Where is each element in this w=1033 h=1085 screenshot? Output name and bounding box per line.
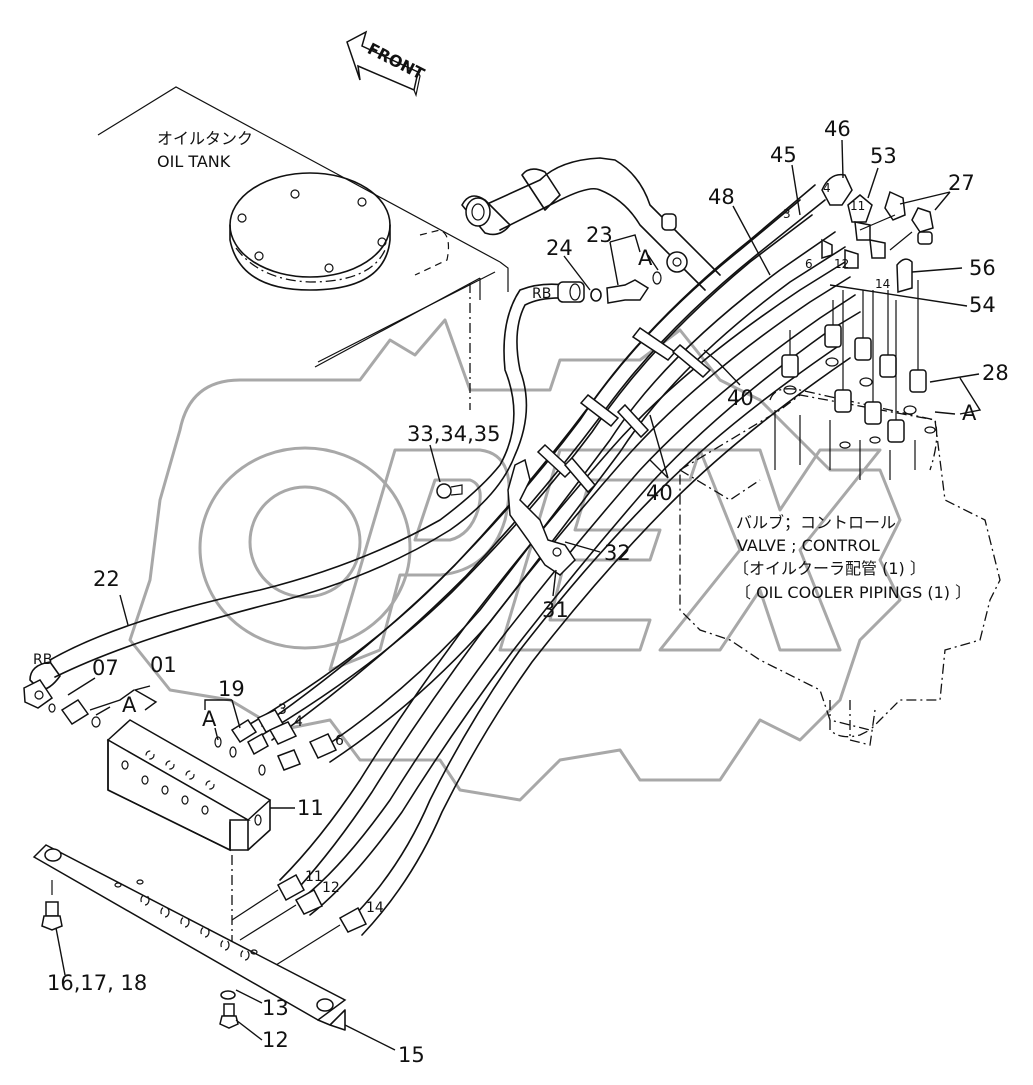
leader-lines: [55, 139, 982, 1051]
callout-48: 48: [708, 185, 735, 209]
hose-no-14-top: 14: [875, 277, 890, 291]
clamp-bracket: [507, 458, 576, 576]
hose-22: [23, 281, 585, 709]
port-nipples: [781, 324, 927, 443]
valve-ref-jp: 〔オイルクーラ配管 (1) 〕: [733, 559, 926, 578]
oil-tank-label-en: OIL TANK: [157, 152, 231, 171]
clamp-40: [631, 326, 677, 361]
callout-45: 45: [770, 143, 797, 167]
hose-no-4: 4: [294, 714, 303, 730]
watermark-letter-x: [658, 448, 882, 652]
callouts: 46 45 53 27 48 56 54 24 23 28 40 40 32 3…: [47, 117, 1009, 1067]
hose-no-12-top: 12: [834, 257, 849, 271]
hose-no-14: 14: [366, 900, 384, 916]
callout-46: 46: [824, 117, 851, 141]
front-arrow-icon: FRONT: [346, 30, 428, 98]
valve-ref-en: 〔 OIL COOLER PIPINGS (1) 〕: [735, 583, 971, 602]
hose-no-3-top: 3: [783, 207, 791, 221]
callout-28: 28: [982, 361, 1009, 385]
callout-56: 56: [969, 256, 996, 280]
port-mark-a-23: A: [638, 246, 653, 270]
callout-16-18: 16,17, 18: [47, 971, 147, 995]
oil-tank: オイルタンク OIL TANK: [97, 86, 509, 410]
hose-bundle: [239, 184, 861, 936]
callout-19: 19: [218, 677, 245, 701]
callout-40b: 40: [646, 481, 673, 505]
port-mark-rb-22: RB: [33, 652, 52, 668]
port-mark-rb-24: RB: [532, 286, 551, 302]
hose-numbers: 3 4 6 11 12 14 3 4 11 6 12 14: [278, 181, 890, 916]
port-mark-a-19: A: [202, 707, 217, 731]
callout-13: 13: [262, 996, 289, 1020]
watermark-letter-o: [198, 446, 412, 650]
hose-no-11-top: 11: [850, 199, 865, 213]
callout-53: 53: [870, 144, 897, 168]
hose-no-3: 3: [278, 702, 287, 718]
manifold-fittings: [48, 698, 368, 976]
valve-label-jp: バルブ；コントロール: [736, 513, 896, 532]
callout-11: 11: [297, 796, 324, 820]
port-marks: A A A A RB RB: [33, 246, 977, 731]
control-valve: バルブ；コントロール VALVE ; CONTROL 〔オイルクーラ配管 (1)…: [679, 280, 1001, 746]
fittings-23-24: [590, 271, 662, 304]
callout-15: 15: [398, 1043, 425, 1067]
hose-no-6: 6: [335, 733, 344, 749]
hose-no-11: 11: [305, 869, 323, 885]
callout-54: 54: [969, 293, 996, 317]
callout-07: 07: [92, 656, 119, 680]
return-pipe: [461, 157, 721, 291]
port-mark-a-01: A: [122, 693, 137, 717]
valve-fittings: [821, 173, 934, 293]
bracket-15: [32, 844, 347, 1031]
oil-tank-label-jp: オイルタンク: [157, 129, 253, 148]
port-mark-a-28: A: [962, 401, 977, 425]
callout-22: 22: [93, 567, 120, 591]
callout-31: 31: [542, 598, 569, 622]
callout-40a: 40: [727, 386, 754, 410]
callout-33-35: 33,34,35: [407, 422, 501, 446]
bolt-33: [436, 483, 452, 499]
hose-no-4-top: 4: [823, 181, 831, 195]
valve-label-en: VALVE ; CONTROL: [737, 536, 880, 555]
callout-23: 23: [586, 223, 613, 247]
hose-no-12: 12: [322, 880, 340, 896]
callout-27: 27: [948, 171, 975, 195]
watermark-letter-p: [328, 448, 511, 672]
callout-24: 24: [546, 236, 573, 260]
callout-32: 32: [604, 541, 631, 565]
callout-01: 01: [150, 653, 177, 677]
hose-no-6-top: 6: [805, 257, 813, 271]
callout-12: 12: [262, 1028, 289, 1052]
